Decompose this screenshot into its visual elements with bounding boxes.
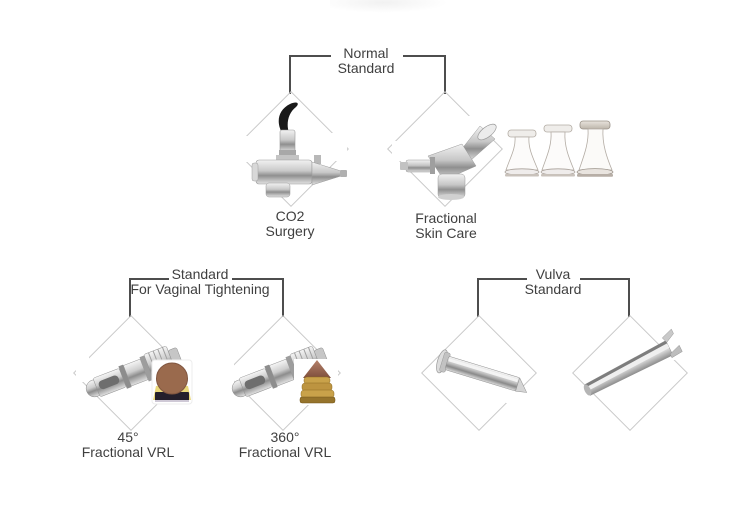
bracket-line	[129, 278, 131, 317]
border-gap	[233, 136, 248, 162]
vulva-open-trough-probe-icon	[583, 328, 683, 396]
caption-line1: Fractional	[415, 210, 477, 226]
caption-vrl-360: 360° Fractional VRL	[239, 430, 332, 459]
bracket-line	[403, 55, 446, 57]
group-title-line1: Vulva	[535, 266, 571, 282]
vrl-360-tip-inset	[294, 359, 338, 405]
bracket-line	[628, 278, 630, 317]
caption-line2: Surgery	[265, 222, 315, 239]
bracket-line	[477, 278, 527, 280]
group-title-line2: Standard	[337, 59, 395, 76]
caption-fractional-skincare: Fractional Skin Care	[415, 211, 476, 240]
caption-vrl-45: 45° Fractional VRL	[82, 430, 175, 459]
bracket-line	[444, 55, 446, 94]
bracket-line	[129, 278, 169, 280]
fractional-skincare-handpiece-icon	[400, 123, 497, 200]
caption-line1: 45°	[117, 429, 139, 445]
group-title-line1: Standard	[171, 266, 229, 282]
bracket-line	[282, 278, 284, 317]
caption-line2: Fractional VRL	[238, 443, 332, 460]
vrl-45-tip-inset	[151, 359, 193, 405]
group-title-line2: For Vaginal Tightening	[130, 280, 270, 297]
border-gap	[506, 390, 526, 403]
bracket-line	[289, 55, 291, 94]
border-gap	[222, 356, 234, 382]
cropped-watermark-artifact	[330, 0, 448, 13]
bracket-line	[289, 55, 331, 57]
caption-line1: CO2	[275, 208, 305, 224]
group-title-line2: Standard	[524, 280, 582, 297]
caption-co2-surgery: CO2 Surgery	[265, 209, 314, 238]
vrl-360-degree-probe-icon	[231, 346, 338, 405]
group-title-line1: Normal	[343, 45, 389, 61]
group-title-normal-standard: Normal Standard	[338, 46, 395, 75]
bracket-line	[477, 278, 479, 317]
vrl-45-degree-probe-icon	[85, 346, 193, 405]
caption-line2: Fractional VRL	[81, 443, 175, 460]
glass-applicator-tips-icon	[504, 120, 614, 177]
caption-line1: 360°	[270, 429, 300, 445]
border-gap	[76, 356, 89, 382]
group-title-vaginal-tightening: Standard For Vaginal Tightening	[130, 267, 269, 296]
border-gap	[392, 141, 404, 161]
bracket-line	[580, 278, 630, 280]
vulva-tube-probe-icon	[436, 349, 528, 393]
border-gap	[331, 133, 347, 161]
caption-line2: Skin Care	[415, 224, 477, 241]
bracket-line	[232, 278, 284, 280]
group-title-vulva-standard: Vulva Standard	[525, 267, 582, 296]
co2-surgery-handpiece-icon	[251, 102, 347, 198]
